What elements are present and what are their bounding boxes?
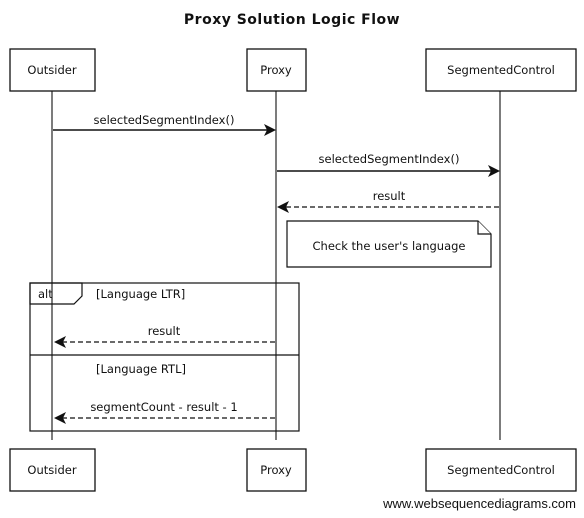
participant-proxy-top: Proxy bbox=[246, 48, 307, 92]
note: Check the user's language bbox=[286, 220, 492, 268]
participant-segmentedcontrol-top: SegmentedControl bbox=[425, 48, 577, 92]
footer-text: www.websequencediagrams.com bbox=[382, 496, 576, 511]
participant-label: Proxy bbox=[260, 63, 292, 77]
alt-keyword: alt bbox=[38, 287, 53, 301]
participant-label: Outsider bbox=[27, 463, 76, 477]
participant-label: Outsider bbox=[27, 63, 76, 77]
participant-proxy-bottom: Proxy bbox=[246, 448, 307, 492]
alt-frame: alt [Language LTR] [Language RTL] bbox=[29, 282, 300, 432]
diagram-title: Proxy Solution Logic Flow bbox=[184, 12, 400, 28]
participant-segmentedcontrol-bottom: SegmentedControl bbox=[425, 448, 577, 492]
message-label: result bbox=[373, 189, 406, 203]
message-label: segmentCount - result - 1 bbox=[90, 400, 237, 414]
message-label: result bbox=[148, 324, 181, 338]
alt-branch-2: [Language RTL] bbox=[96, 362, 186, 376]
message-label: selectedSegmentIndex() bbox=[319, 152, 460, 166]
participant-label: SegmentedControl bbox=[447, 463, 555, 477]
alt-branch-1: [Language LTR] bbox=[96, 287, 185, 301]
participant-outsider-top: Outsider bbox=[9, 48, 96, 92]
note-text: Check the user's language bbox=[313, 239, 466, 253]
participant-label: Proxy bbox=[260, 463, 292, 477]
participant-label: SegmentedControl bbox=[447, 63, 555, 77]
participant-outsider-bottom: Outsider bbox=[9, 448, 96, 492]
message-label: selectedSegmentIndex() bbox=[94, 113, 235, 127]
